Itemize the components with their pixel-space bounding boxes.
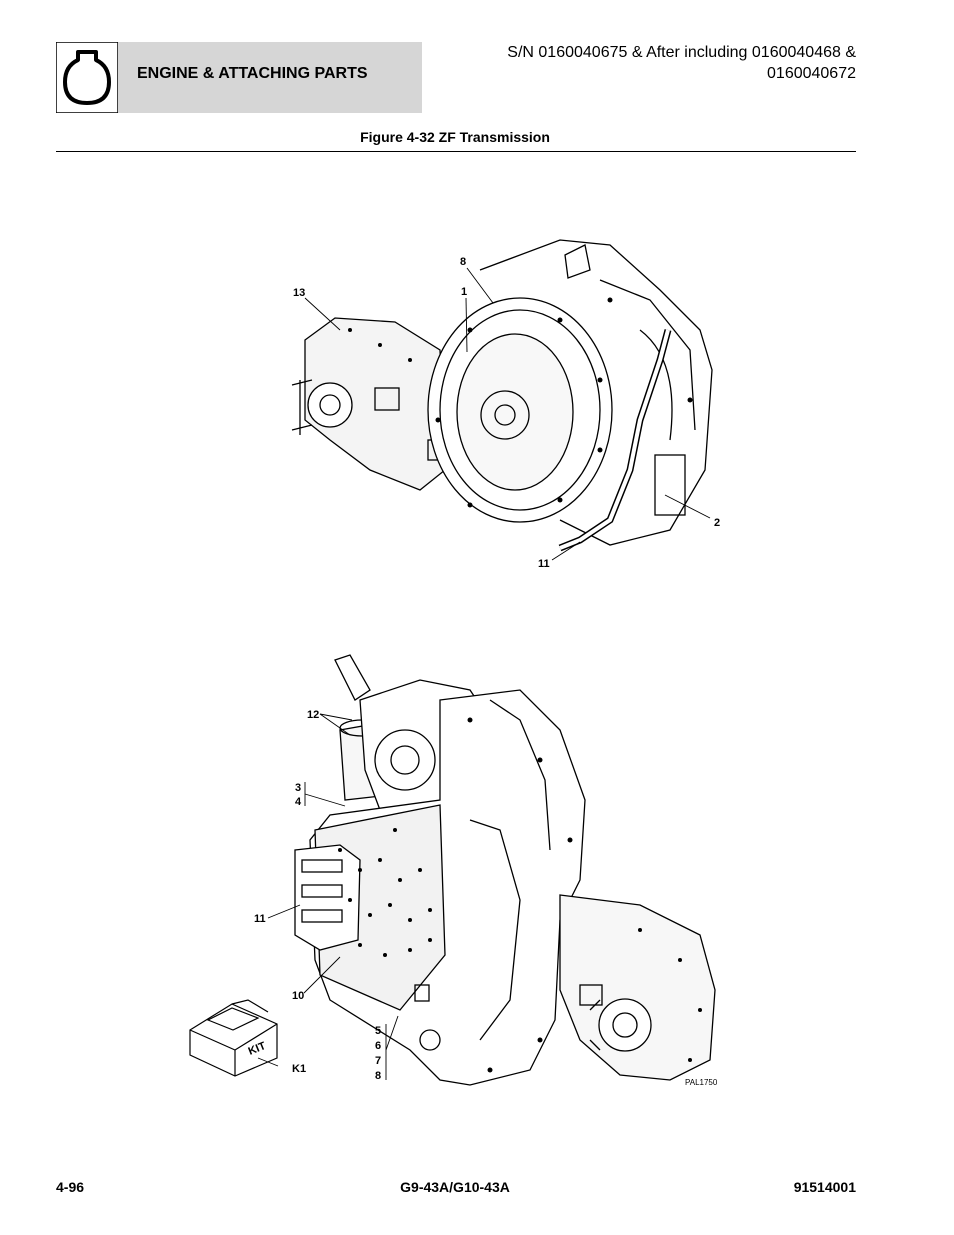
page-number: 4-96 [56,1179,85,1195]
engine-block-icon [55,41,119,114]
callout-3: 3 [295,782,301,794]
callout-12: 12 [307,709,319,721]
figure-title: Figure 4-32 ZF Transmission [360,129,550,145]
callout-1: 1 [461,286,467,298]
callout-k1: K1 [292,1063,306,1075]
top-leader-lines [304,267,711,561]
model-number: G9-43A/G10-43A [400,1179,510,1195]
bottom-callouts: 12 3 4 11 10 5 6 7 8 K1 [254,709,381,1082]
bottom-transmission-illustration [294,654,716,1086]
callout-11-bottom: 11 [254,913,266,925]
top-transmission-illustration [291,239,713,552]
callout-2: 2 [714,517,720,529]
header-divider [56,151,856,152]
kit-box-illustration [189,999,278,1077]
manual-part-number: 91514001 [793,1179,856,1195]
callout-10: 10 [292,990,304,1002]
callout-8: 8 [460,256,466,268]
callout-6: 6 [375,1040,381,1052]
callout-13: 13 [293,287,305,299]
callout-8-bottom: 8 [375,1070,381,1082]
section-title: ENGINE & ATTACHING PARTS [137,65,368,82]
serial-number-range: S/N 0160040675 & After including 0160040… [507,42,856,84]
bottom-leader-lines [257,713,399,1080]
callout-7: 7 [375,1055,381,1067]
callout-5: 5 [375,1025,381,1037]
callout-11-top: 11 [538,558,550,570]
serial-line-1: S/N 0160040675 & After including 0160040… [507,44,856,61]
serial-line-2: 0160040672 [767,65,856,82]
callout-4: 4 [295,796,302,808]
drawing-code: PAL1750 [685,1078,718,1087]
top-callouts: 8 1 13 2 11 [293,256,720,570]
